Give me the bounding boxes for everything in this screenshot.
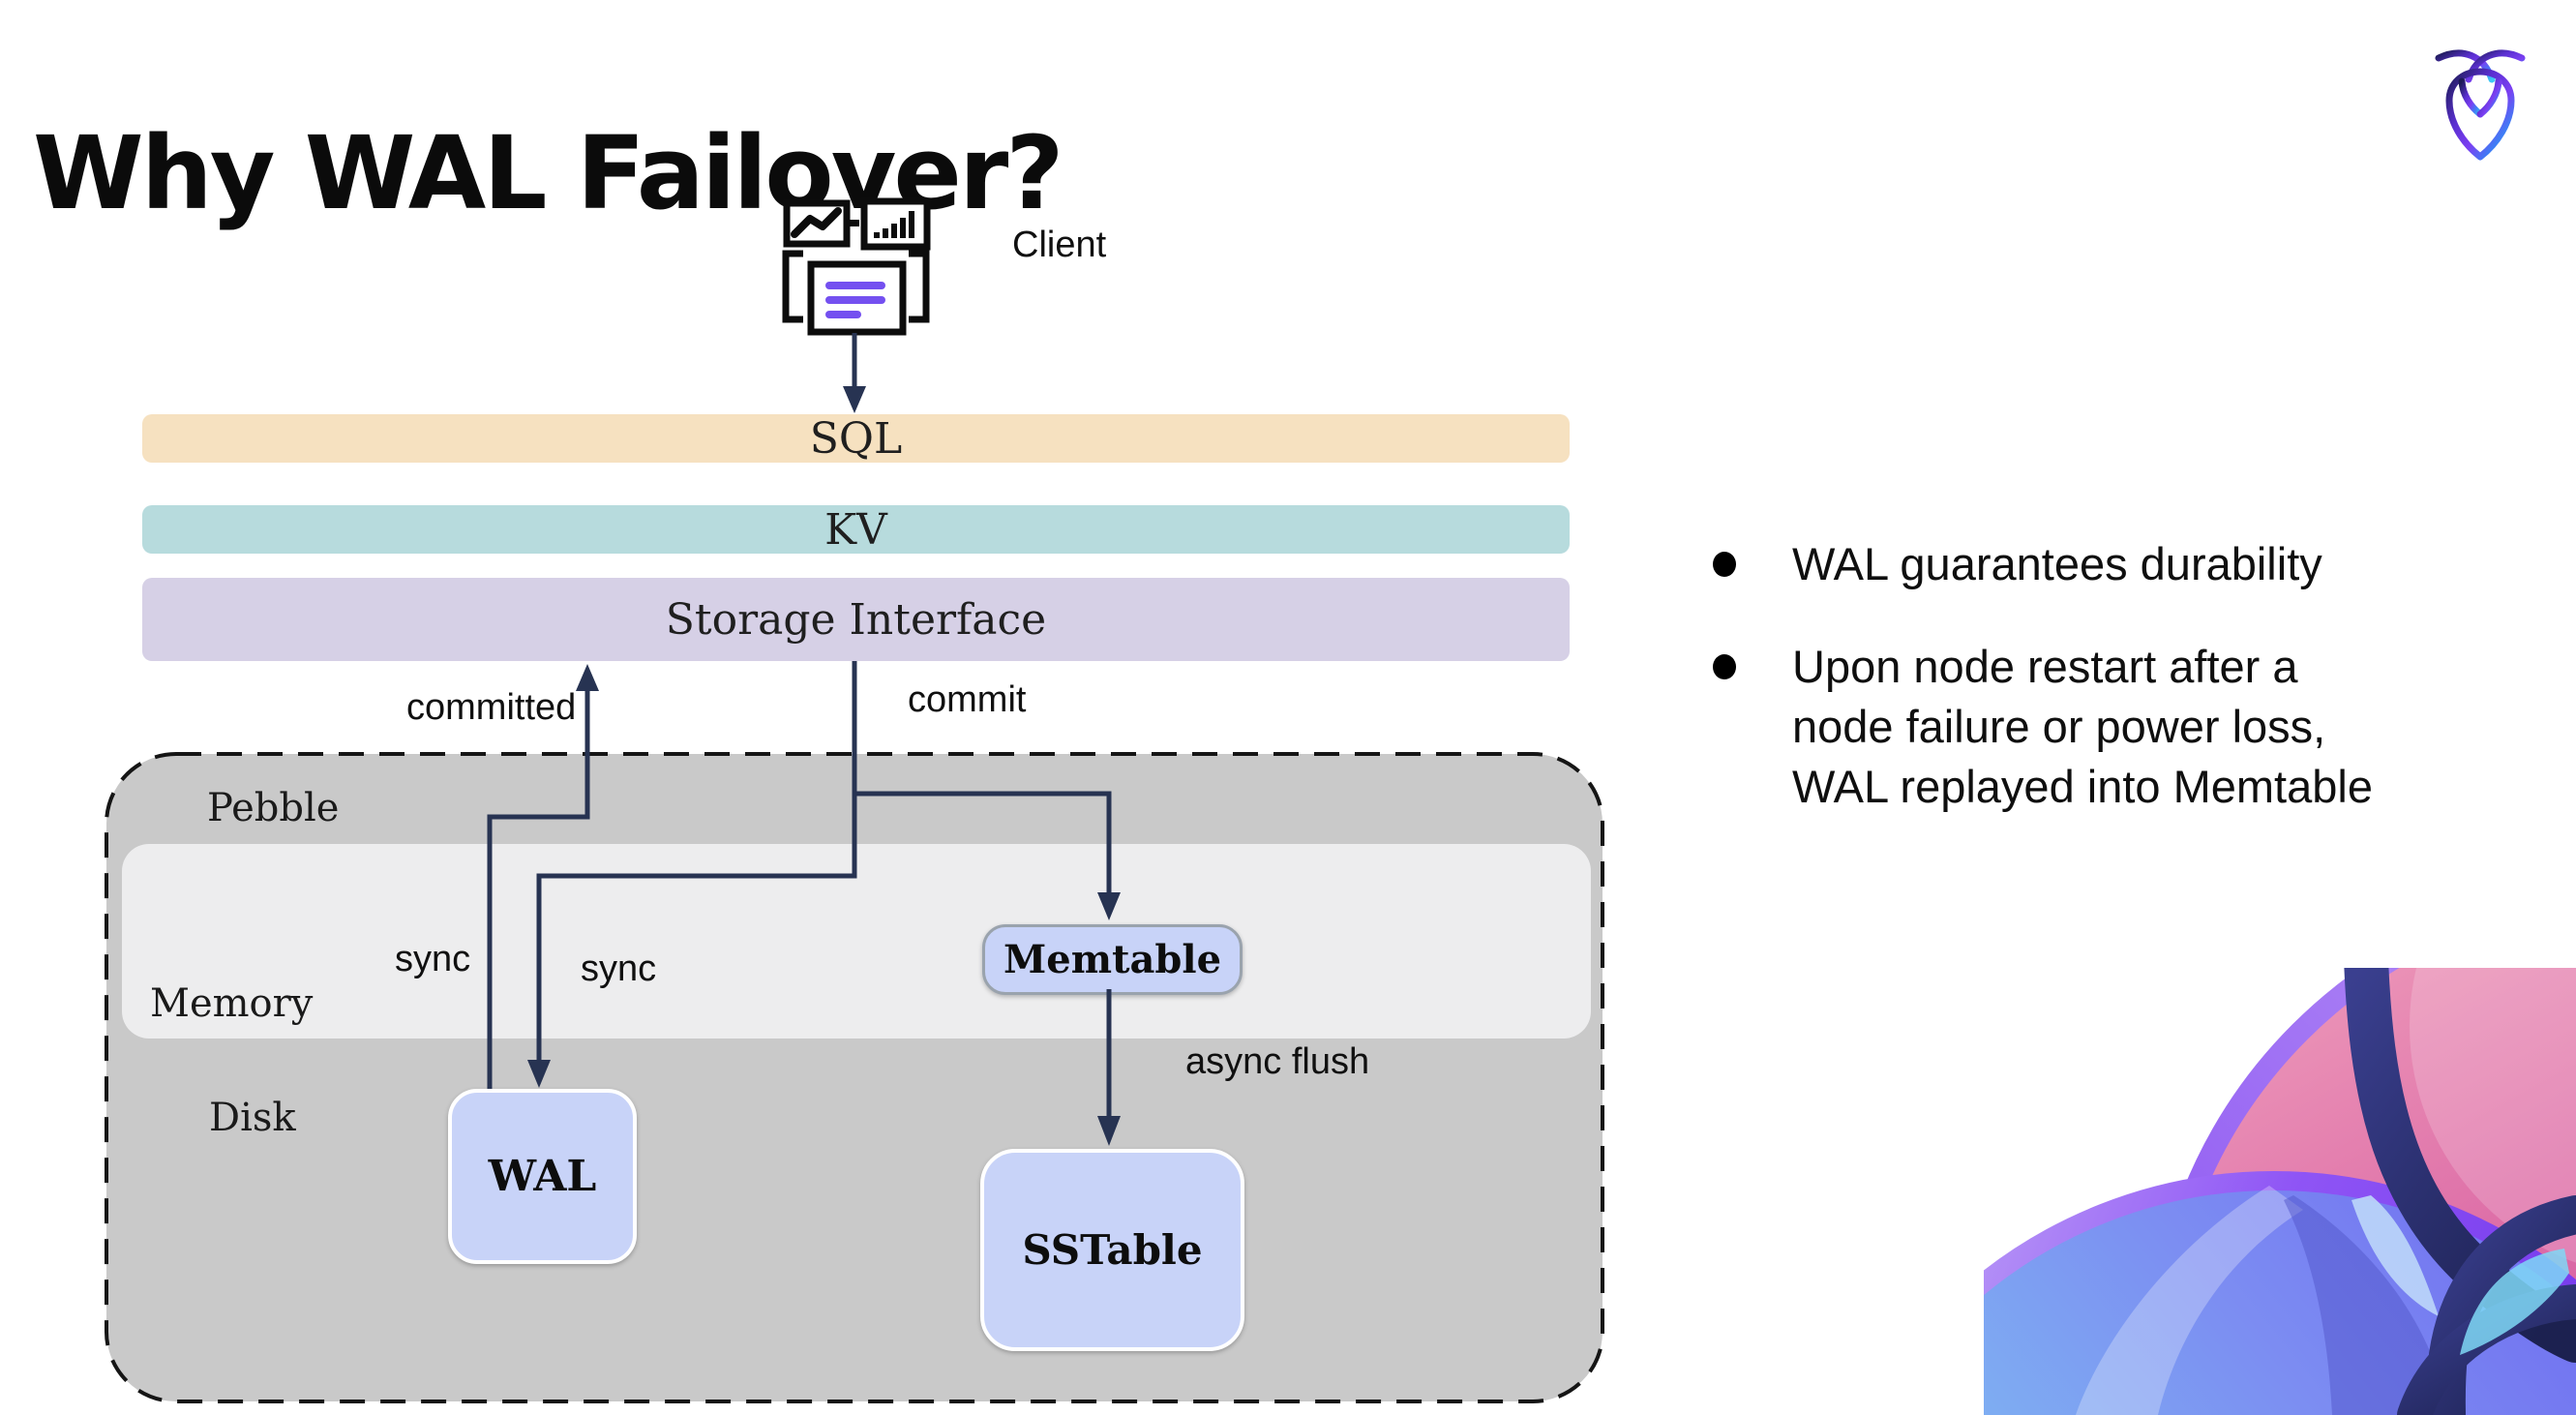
bullet-line: node failure or power loss, xyxy=(1792,701,2326,752)
edge-label-committed: committed xyxy=(406,687,577,728)
bullet-text: Upon node restart after a node failure o… xyxy=(1792,637,2373,817)
bullet-item: Upon node restart after a node failure o… xyxy=(1713,637,2545,817)
edge-label-sync-right: sync xyxy=(581,948,657,989)
disk-label: Disk xyxy=(209,1096,296,1140)
memtable-label: Memtable xyxy=(1003,937,1222,982)
arrowhead-committed xyxy=(576,664,599,691)
layer-sql-label: SQL xyxy=(809,413,903,464)
bullet-item: WAL guarantees durability xyxy=(1713,534,2545,594)
pebble-label: Pebble xyxy=(207,786,340,830)
bullet-text: WAL guarantees durability xyxy=(1792,534,2322,594)
art-roach-body-arc xyxy=(2344,936,2576,1363)
client-label: Client xyxy=(1012,225,1107,265)
bullet-dot-icon xyxy=(1713,654,1736,679)
layer-storage-interface: Storage Interface xyxy=(142,578,1570,661)
art-leaf-light xyxy=(2351,1195,2439,1316)
bullet-list: WAL guarantees durability Upon node rest… xyxy=(1713,534,2545,859)
client-device-icon xyxy=(779,194,939,339)
layer-kv-label: KV xyxy=(824,504,887,555)
arrowhead-sql xyxy=(843,386,866,413)
cockroachdb-logo-icon xyxy=(2434,46,2527,161)
bullet-line: Upon node restart after a xyxy=(1792,641,2298,692)
memory-band xyxy=(122,844,1591,1039)
art-blue-highlight xyxy=(2076,1186,2303,1415)
bullet-dot-icon xyxy=(1713,552,1736,577)
memory-label: Memory xyxy=(150,981,314,1026)
sstable-label: SSTable xyxy=(1022,1226,1203,1274)
edge-label-commit: commit xyxy=(908,679,1027,720)
edge-label-async-flush: async flush xyxy=(1185,1041,1370,1082)
art-indigo-wedge xyxy=(2284,1195,2448,1415)
layer-sql: SQL xyxy=(142,413,1570,464)
wal-label: WAL xyxy=(488,1152,597,1201)
node-memtable: Memtable xyxy=(982,924,1243,995)
node-sstable: SSTable xyxy=(980,1149,1244,1351)
decorative-corner-art xyxy=(1859,789,2576,1415)
bar-chart-icon xyxy=(860,197,931,251)
dash-connector xyxy=(850,220,859,226)
line-chart-icon xyxy=(783,199,851,248)
art-roach-inner-arc xyxy=(2426,1195,2576,1415)
layer-kv: KV xyxy=(142,504,1570,555)
edge-label-sync-left: sync xyxy=(395,939,471,979)
art-leaf-cyan xyxy=(2460,1249,2569,1355)
document-icon xyxy=(782,250,930,336)
bullet-line: WAL replayed into Memtable xyxy=(1792,761,2373,812)
layer-storage-label: Storage Interface xyxy=(665,594,1047,645)
node-wal: WAL xyxy=(448,1089,637,1264)
bullet-line: WAL guarantees durability xyxy=(1792,538,2322,589)
pebble-box xyxy=(106,754,1603,1401)
